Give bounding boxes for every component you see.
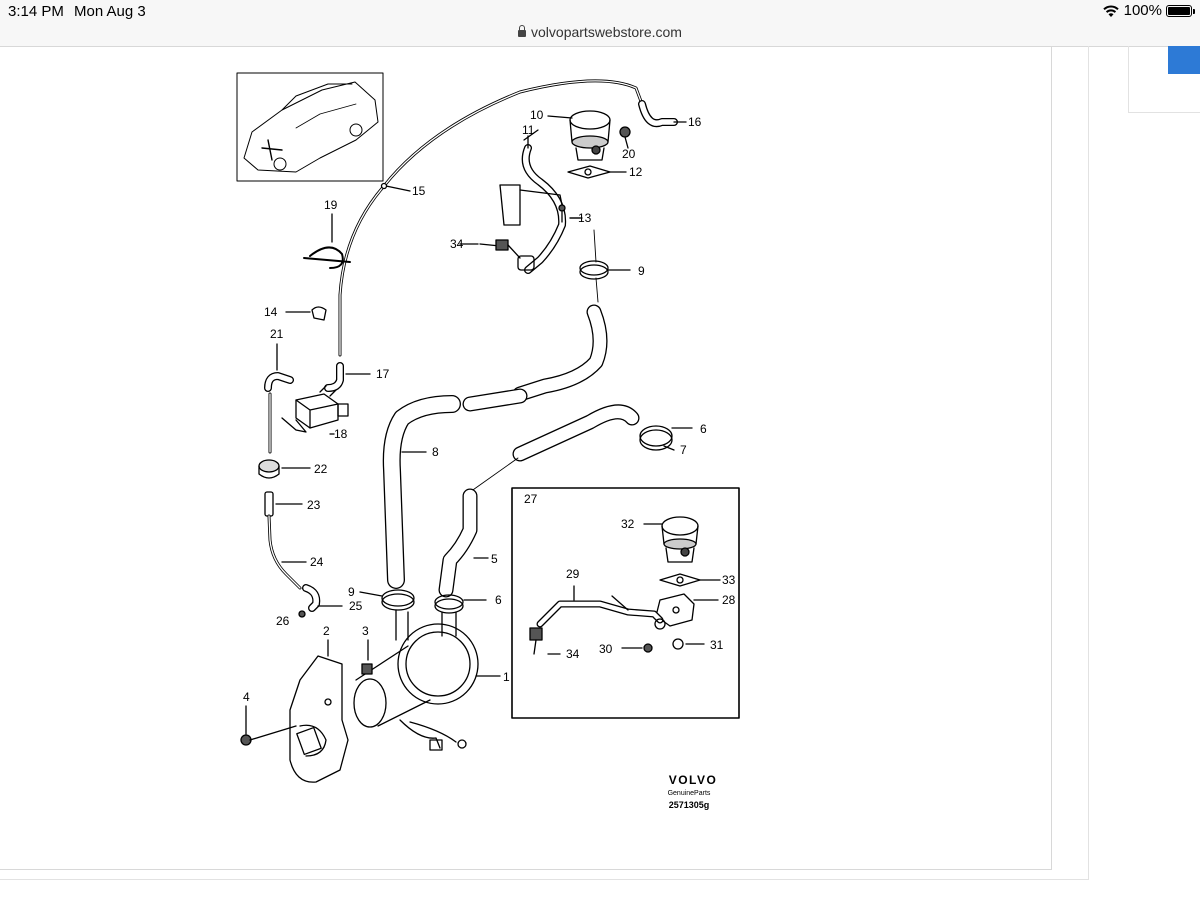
callout-4: 4 (243, 690, 250, 704)
callout-33: 33 (722, 573, 736, 587)
callout-9-lower: 9 (348, 585, 355, 599)
callout-34-upper: 34 (450, 237, 464, 251)
callout-28: 28 (722, 593, 736, 607)
url-text: volvopartswebstore.com (531, 24, 682, 40)
callout-29: 29 (566, 567, 580, 581)
callout-25: 25 (349, 599, 363, 613)
callout-32: 32 (621, 517, 635, 531)
callout-7: 7 (680, 443, 687, 457)
callout-12: 12 (629, 165, 643, 179)
url-display[interactable]: volvopartswebstore.com (0, 24, 1200, 40)
callout-14: 14 (264, 305, 278, 319)
sidebar-blue-button[interactable] (1168, 46, 1200, 74)
callout-17: 17 (376, 367, 390, 381)
callout-23: 23 (307, 498, 321, 512)
callout-9-upper: 9 (638, 264, 645, 278)
car-thumbnail (236, 72, 384, 182)
diagram-number: 2571305g (669, 800, 710, 810)
callout-5: 5 (491, 552, 498, 566)
status-date: Mon Aug 3 (74, 3, 146, 20)
callout-22: 22 (314, 462, 328, 476)
callout-31: 31 (710, 638, 724, 652)
detail-box-27 (511, 487, 740, 719)
callout-30: 30 (599, 642, 613, 656)
callout-3: 3 (362, 624, 369, 638)
address-bar[interactable]: volvopartswebstore.com (0, 24, 1200, 47)
status-time: 3:14 PM (8, 3, 64, 20)
sidebar-tab (1128, 46, 1200, 113)
callout-19: 19 (324, 198, 338, 212)
callout-34-lower: 34 (566, 647, 580, 661)
lock-icon (518, 25, 527, 37)
status-right: 100% (1102, 2, 1195, 19)
logo-subtitle: GenuineParts (668, 790, 711, 797)
callout-1: 1 (503, 670, 510, 684)
callout-2: 2 (323, 624, 330, 638)
battery-icon (1166, 4, 1195, 17)
part-1-air-pump (353, 609, 501, 751)
volvo-logo: VOLVO GenuineParts (668, 773, 718, 797)
callout-16: 16 (688, 115, 702, 129)
callout-27: 27 (524, 492, 538, 506)
callout-6-upper: 6 (700, 422, 707, 436)
callout-24: 24 (310, 555, 324, 569)
callout-15: 15 (412, 184, 426, 198)
callout-10: 10 (530, 108, 544, 122)
callout-21: 21 (270, 327, 284, 341)
callout-26: 26 (276, 614, 290, 628)
part-10-valve (569, 110, 611, 161)
logo-text: VOLVO (669, 773, 718, 787)
wifi-icon (1102, 4, 1119, 17)
callout-11: 11 (522, 123, 535, 137)
parts-diagram: VOLVO GenuineParts 2571305g 1 2 3 4 5 6 … (236, 72, 740, 810)
callout-13: 13 (578, 211, 592, 225)
callout-8: 8 (432, 445, 439, 459)
callout-18: 18 (334, 427, 348, 441)
status-bar: 3:14 PM Mon Aug 3 100% (0, 0, 1200, 24)
callout-20: 20 (622, 147, 636, 161)
page-bottom-border (0, 879, 1089, 880)
callout-6-lower: 6 (495, 593, 502, 607)
sidebar-divider (1088, 46, 1089, 880)
battery-percent: 100% (1123, 2, 1162, 19)
